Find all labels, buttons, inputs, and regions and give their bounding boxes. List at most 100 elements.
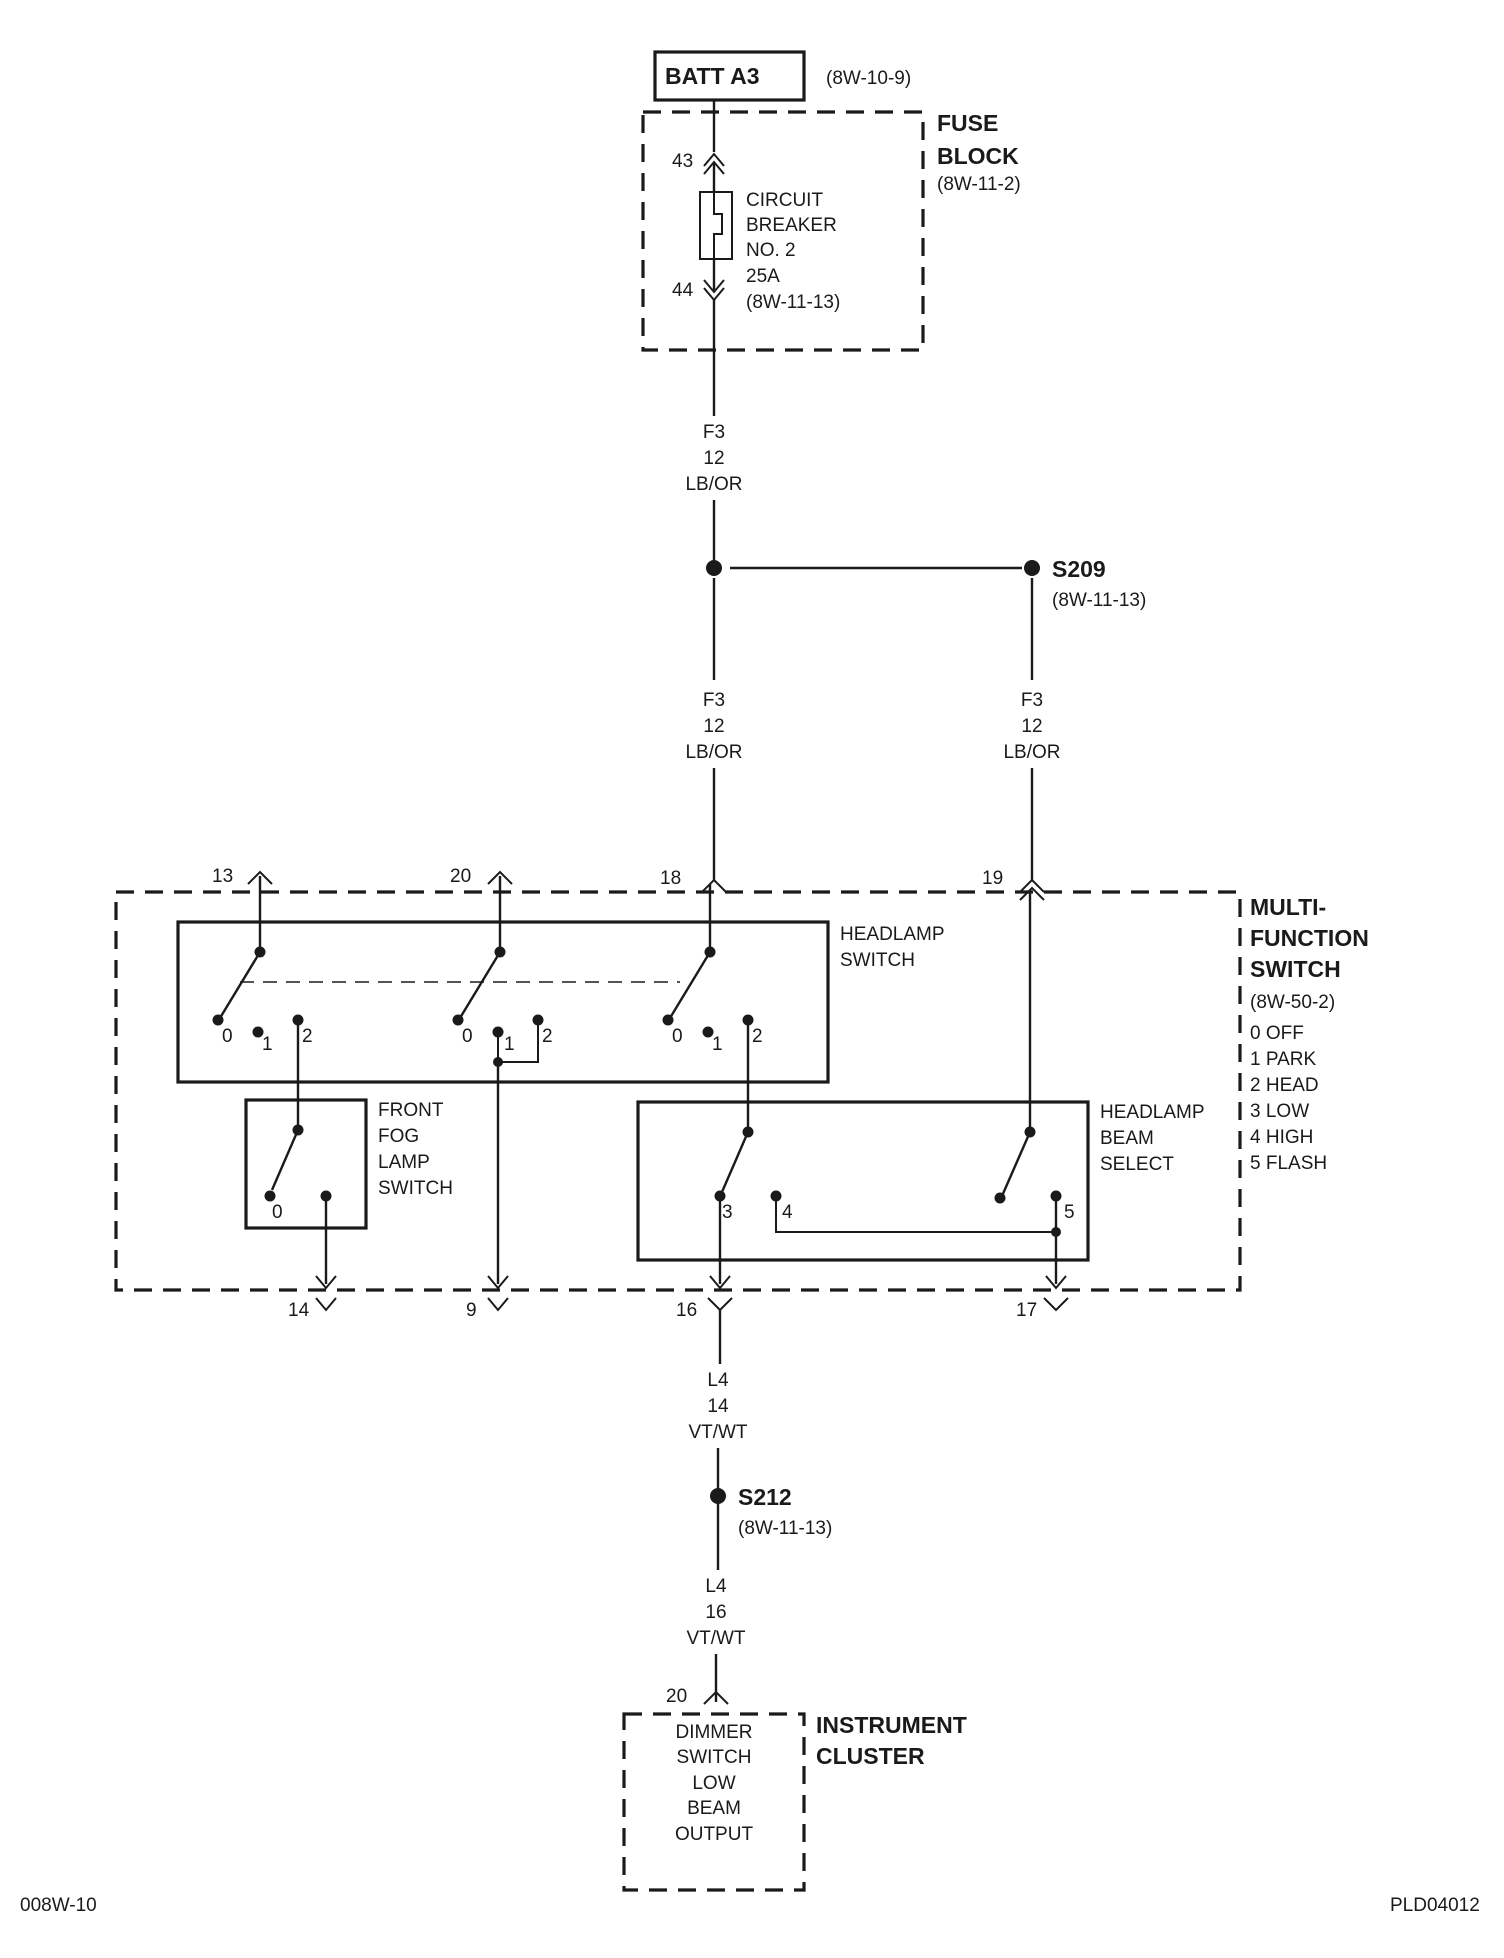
pole3-pos-2: 2 bbox=[752, 1026, 763, 1047]
pole2-pos-0: 0 bbox=[462, 1026, 473, 1047]
pin9-arrow bbox=[487, 1275, 509, 1290]
pin-17-connector bbox=[1043, 1297, 1069, 1312]
wire-l4-bottom-color: VT/WT bbox=[686, 1628, 745, 1649]
wire-l4-bottom-circuit: L4 bbox=[705, 1576, 727, 1597]
wire-contact4-to-flash bbox=[775, 1196, 1056, 1233]
wire-f3-right-color: LB/OR bbox=[1003, 742, 1060, 763]
breaker-line-5: (8W-11-13) bbox=[746, 292, 840, 313]
pin-18-label: 18 bbox=[660, 868, 681, 889]
fog-switch-label-4: SWITCH bbox=[378, 1178, 453, 1199]
mfs-legend-4: 4 HIGH bbox=[1250, 1127, 1313, 1148]
splice-s212-dot bbox=[710, 1488, 726, 1504]
pole3-pos-0: 0 bbox=[672, 1026, 683, 1047]
mfs-legend-2: 2 HEAD bbox=[1250, 1075, 1319, 1096]
beam-pos-3: 3 bbox=[722, 1202, 733, 1223]
pole2-pos-1: 1 bbox=[504, 1034, 515, 1055]
pin-16-label: 16 bbox=[676, 1300, 697, 1321]
mfs-title-1: MULTI- bbox=[1250, 894, 1326, 920]
pin-44-label: 44 bbox=[672, 280, 694, 301]
breaker-line-1: CIRCUIT bbox=[746, 190, 823, 211]
beam-select-label-1: HEADLAMP bbox=[1100, 1102, 1205, 1123]
batt-a3-label: BATT A3 bbox=[665, 63, 760, 89]
pin-13-connector bbox=[247, 870, 273, 885]
pole2-contact-0 bbox=[452, 1014, 464, 1026]
mfs-ref: (8W-50-2) bbox=[1250, 992, 1335, 1013]
beam-blade-left bbox=[720, 1131, 750, 1193]
pole1-blade bbox=[218, 951, 262, 1019]
splice-s209-ref: (8W-11-13) bbox=[1052, 590, 1146, 611]
cluster-title-2: CLUSTER bbox=[816, 1743, 925, 1769]
wire-f3-left-gauge: 12 bbox=[703, 716, 724, 737]
fog-contact-0 bbox=[264, 1190, 276, 1202]
wire-f3-left-color: LB/OR bbox=[685, 742, 742, 763]
wire-l4-bottom-gauge: 16 bbox=[705, 1602, 726, 1623]
wire-l4-top-circuit: L4 bbox=[707, 1370, 729, 1391]
cluster-output-3: LOW bbox=[692, 1773, 735, 1794]
wire-l4-top-color: VT/WT bbox=[688, 1422, 747, 1443]
cluster-title-1: INSTRUMENT bbox=[816, 1712, 967, 1738]
pole2-pos-2: 2 bbox=[542, 1026, 553, 1047]
pole3-contact-0 bbox=[662, 1014, 674, 1026]
mfs-legend-0: 0 OFF bbox=[1250, 1023, 1304, 1044]
beam-pos-5: 5 bbox=[1064, 1202, 1075, 1223]
mfs-legend-5: 5 FLASH bbox=[1250, 1153, 1327, 1174]
beam-select-label-2: BEAM bbox=[1100, 1128, 1154, 1149]
wire-f3-left-circuit: F3 bbox=[703, 690, 725, 711]
pole2-tie bbox=[497, 1020, 539, 1063]
pin-43-label: 43 bbox=[672, 151, 693, 172]
splice-dot-left bbox=[706, 560, 722, 576]
splice-s209-label: S209 bbox=[1052, 556, 1106, 582]
pole1-contact-0 bbox=[212, 1014, 224, 1026]
wire-f3-top-circuit: F3 bbox=[703, 422, 725, 443]
fog-switch-label-2: FOG bbox=[378, 1126, 419, 1147]
instrument-cluster-outline bbox=[622, 1712, 806, 1892]
pin-18-connector bbox=[701, 878, 727, 893]
fuse-block-title-1: FUSE bbox=[937, 110, 998, 136]
wire-f3-right-circuit: F3 bbox=[1021, 690, 1043, 711]
circuit-breaker-element bbox=[713, 192, 723, 259]
pole3-blade bbox=[668, 951, 712, 1019]
splice-s212-ref: (8W-11-13) bbox=[738, 1518, 832, 1539]
pole1-pos-0: 0 bbox=[222, 1026, 233, 1047]
beam-contact-right bbox=[994, 1192, 1006, 1204]
beam-select-box bbox=[636, 1100, 1090, 1262]
pin-9-label: 9 bbox=[466, 1300, 477, 1321]
pole1-pos-1: 1 bbox=[262, 1034, 273, 1055]
mfs-legend-3: 3 LOW bbox=[1250, 1101, 1309, 1122]
cluster-output-2: SWITCH bbox=[677, 1747, 752, 1768]
batt-a3-ref: (8W-10-9) bbox=[826, 68, 911, 89]
mfs-title-3: SWITCH bbox=[1250, 956, 1341, 982]
fuse-block-ref: (8W-11-2) bbox=[937, 174, 1021, 195]
beam-select-label-3: SELECT bbox=[1100, 1154, 1174, 1175]
breaker-line-4: 25A bbox=[746, 266, 780, 287]
fog-switch-label-3: LAMP bbox=[378, 1152, 430, 1173]
pin-19-connector bbox=[1019, 878, 1045, 901]
wire-f3-top-gauge: 12 bbox=[703, 448, 724, 469]
splice-s212-label: S212 bbox=[738, 1484, 792, 1510]
cluster-output-5: OUTPUT bbox=[675, 1824, 754, 1845]
pin-19-label: 19 bbox=[982, 868, 1003, 889]
pin-17-label: 17 bbox=[1016, 1300, 1037, 1321]
batt-a3-box bbox=[653, 50, 806, 102]
breaker-line-3: NO. 2 bbox=[746, 240, 796, 261]
pin-20-connector bbox=[487, 870, 513, 885]
pin-20-label: 20 bbox=[450, 866, 471, 887]
pole3-contact-1 bbox=[702, 1026, 714, 1038]
footer-left-code: 008W-10 bbox=[20, 1895, 97, 1916]
fog-switch-label-1: FRONT bbox=[378, 1100, 444, 1121]
fuse-block-outline bbox=[641, 110, 925, 352]
wire-f3-right-gauge: 12 bbox=[1021, 716, 1042, 737]
headlamp-switch-box bbox=[176, 920, 830, 1084]
splice-s209-dot bbox=[1024, 560, 1040, 576]
cluster-output-4: BEAM bbox=[687, 1798, 741, 1819]
circuit-breaker-symbol bbox=[699, 191, 733, 260]
fuse-block-title-2: BLOCK bbox=[937, 143, 1019, 169]
pin-9-connector bbox=[487, 1297, 509, 1312]
pole2-blade bbox=[458, 951, 502, 1019]
footer-right-code: PLD04012 bbox=[1390, 1895, 1480, 1916]
cluster-pin-connector bbox=[703, 1690, 729, 1705]
cluster-output-1: DIMMER bbox=[675, 1722, 752, 1743]
pin-13-label: 13 bbox=[212, 866, 233, 887]
headlamp-switch-label-2: SWITCH bbox=[840, 950, 915, 971]
pin16-arrow bbox=[709, 1275, 731, 1290]
